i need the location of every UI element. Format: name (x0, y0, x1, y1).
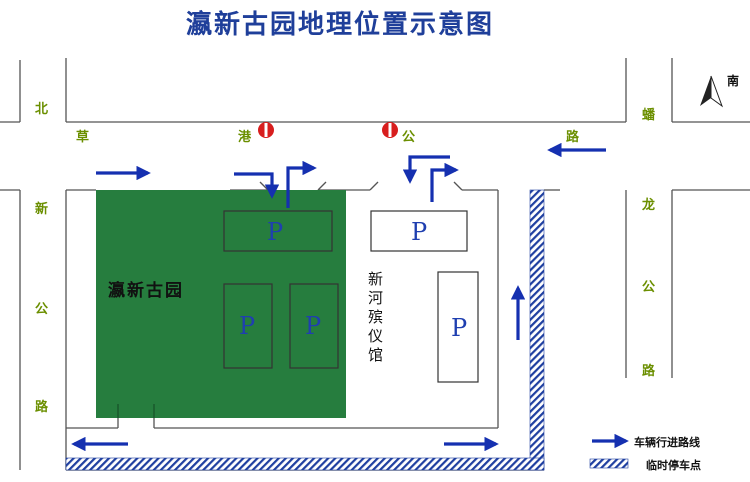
park-name: 瀛新古园 (108, 281, 184, 301)
parking-symbol-4: P (411, 218, 428, 246)
temp-parking-strip-bottom (65, 457, 545, 471)
park-paths (117, 404, 155, 418)
left-road-char-4: 路 (35, 400, 49, 415)
left-road-char-3: 公 (35, 302, 49, 317)
right-road-char-4: 路 (642, 364, 656, 379)
route-arrow-gate-out-right (430, 162, 459, 202)
map-title: 瀛新古园地理位置示意图 (185, 10, 494, 40)
temp-parking-strip-right (529, 189, 545, 471)
funeral-home-name: 新河殡仪馆 (368, 270, 384, 364)
right-road-char-1: 蟠 (642, 108, 656, 123)
parking-symbol-3: P (305, 312, 322, 340)
legend-temp-parking-label: 临时停车点 (646, 459, 701, 472)
park-area (96, 190, 346, 418)
left-road-char-2: 新 (35, 202, 49, 217)
compass-arrow-icon (700, 75, 724, 108)
parking-symbol-2: P (239, 312, 256, 340)
parking-lot-1 (223, 210, 333, 252)
parking-lot-3 (289, 283, 339, 369)
route-arrow-gate-in-left (234, 172, 280, 199)
stop-marker-left (258, 122, 274, 138)
left-road-char-1: 北 (35, 102, 49, 117)
parking-symbol-5: P (451, 314, 468, 342)
top-road-char-3: 公 (402, 130, 416, 145)
stop-marker-right (382, 122, 398, 138)
compass-label: 南 (727, 74, 740, 88)
route-arrow-gate-out-left (286, 160, 317, 208)
parking-lot-5 (437, 271, 479, 383)
legend-route-label: 车辆行进路线 (634, 436, 700, 449)
top-road-char-1: 草 (76, 130, 90, 145)
right-road-char-2: 龙 (642, 198, 656, 213)
parking-lot-4 (370, 210, 468, 252)
parking-symbol-1: P (267, 218, 284, 246)
legend-hatch-swatch (589, 458, 629, 469)
right-road-char-3: 公 (642, 280, 656, 295)
parking-lot-2 (223, 283, 273, 369)
top-road-char-2: 港 (238, 130, 252, 145)
top-road-char-4: 路 (566, 130, 580, 145)
route-arrow-gate-in-right (402, 155, 450, 184)
